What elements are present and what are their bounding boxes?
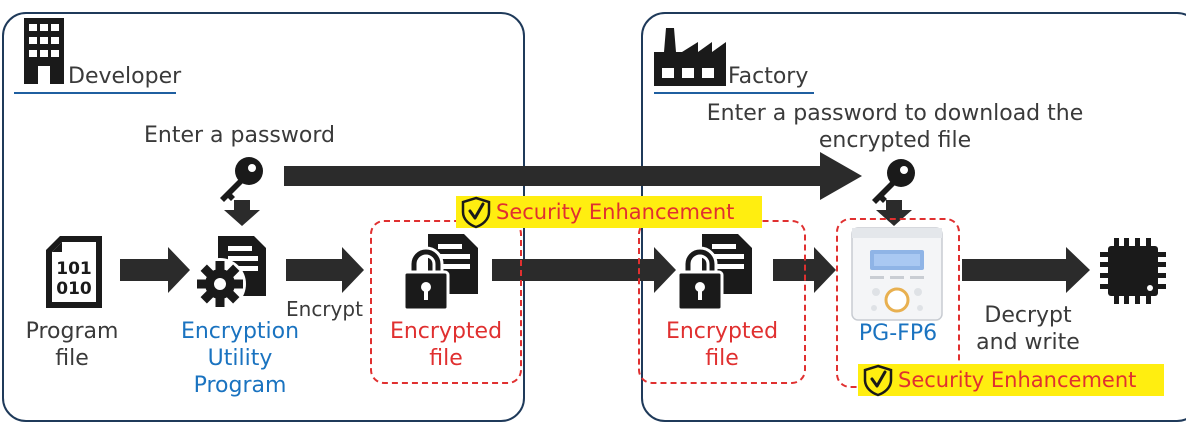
shield-check-icon — [461, 196, 491, 229]
key-icon — [220, 157, 263, 202]
security-badge: Security Enhancement — [858, 364, 1164, 397]
pg-fp6-device-image — [851, 227, 943, 321]
factory-title-underline — [654, 92, 814, 94]
encryption-utility-label: Encryption Utility Program — [180, 319, 300, 398]
password-transfer-arrow — [284, 152, 862, 200]
security-badge-label: Security Enhancement — [496, 200, 735, 224]
program-file-icon: 101 010 — [46, 236, 102, 308]
shield-check-icon — [863, 364, 893, 397]
encrypted-file-label: Encrypted file — [665, 319, 779, 371]
down-arrow — [224, 200, 260, 226]
encrypt-label: Encrypt — [286, 297, 363, 321]
flow-arrow — [286, 247, 364, 293]
encrypted-file-label: Encrypted file — [389, 319, 503, 371]
factory-icon — [654, 28, 726, 86]
program-file-label: Program file — [25, 319, 119, 371]
down-arrow — [876, 200, 912, 226]
decrypt-label: Decrypt and write — [976, 303, 1080, 355]
encrypted-file-icon — [676, 234, 752, 312]
developer-title-underline — [14, 92, 176, 94]
binary-line: 101 — [56, 259, 92, 279]
microchip-icon — [1100, 238, 1166, 304]
building-icon — [24, 18, 64, 84]
encrypted-file-icon — [402, 234, 478, 312]
pg-fp6-label: PG-FP6 — [858, 321, 938, 346]
flow-arrow — [492, 247, 676, 293]
flow-arrow — [962, 247, 1090, 293]
developer-title: Developer — [68, 64, 182, 89]
security-badge-label: Security Enhancement — [898, 368, 1137, 392]
key-icon — [872, 159, 915, 204]
encrypted-file-zone — [370, 220, 522, 384]
factory-title: Factory — [728, 64, 809, 89]
encryption-utility-icon — [194, 236, 266, 310]
flow-arrow — [120, 247, 190, 293]
developer-password-label: Enter a password — [144, 123, 335, 148]
factory-password-label: Enter a password to download the encrypt… — [706, 101, 1084, 153]
binary-line: 010 — [56, 279, 92, 299]
security-badge: Security Enhancement — [456, 196, 762, 229]
